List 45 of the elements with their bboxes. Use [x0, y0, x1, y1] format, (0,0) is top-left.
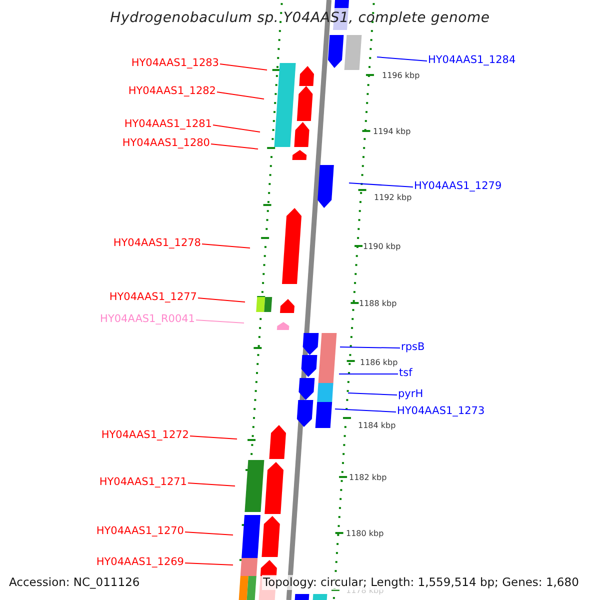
leader-line: [196, 320, 244, 324]
leader-line: [184, 562, 234, 566]
tick-label: 1180 kbp: [346, 529, 384, 538]
leader-line: [198, 298, 246, 302]
leader-line: [210, 144, 258, 150]
map-info-text: Accession: NC_011126: [8, 575, 141, 590]
gene-label: HY04AAS1_1271: [99, 476, 187, 488]
gene-label: HY04AAS1_1279: [414, 180, 502, 192]
map-title: Hydrogenobaculum sp. Y04AAS1, complete genome: [109, 10, 491, 26]
tick-label: 1196 kbp: [382, 71, 420, 80]
leader-line: [184, 532, 234, 536]
gene-label: HY04AAS1_1280: [122, 137, 210, 149]
gene-label: HY04AAS1_1284: [428, 54, 516, 66]
gene-label: rpsB: [401, 341, 425, 353]
gene-label: HY04AAS1_1277: [109, 291, 197, 303]
gene-label: HY04AAS1_1282: [128, 85, 216, 97]
leader-line: [334, 408, 396, 412]
leader-line: [212, 124, 260, 132]
leader-line: [188, 482, 236, 486]
gene-label: HY04AAS1_1270: [96, 525, 184, 537]
leader-line: [190, 436, 238, 440]
gene-label: HY04AAS1_1273: [397, 405, 485, 417]
tick-label: 1192 kbp: [374, 193, 412, 202]
gene-label: pyrH: [398, 388, 424, 400]
leader-line: [376, 56, 428, 62]
leader-line: [348, 392, 398, 396]
gene-label: tsf: [399, 367, 412, 379]
gene-label: HY04AAS1_1269: [96, 556, 184, 568]
map-info-text: Topology: circular; Length: 1,559,514 bp; Genes: 1,680: [262, 575, 580, 590]
gene-label: HY04AAS1_R0041: [100, 313, 195, 325]
leader-line: [216, 92, 264, 100]
tick-label: 1194 kbp: [373, 127, 411, 136]
leader-line: [348, 182, 414, 188]
leader-line: [340, 346, 400, 348]
tick-label: 1186 kbp: [360, 358, 398, 367]
gene-label: HY04AAS1_1283: [131, 57, 219, 69]
leader-line: [220, 64, 268, 70]
tick-label: 1182 kbp: [349, 473, 387, 482]
gene-label: HY04AAS1_1278: [113, 237, 201, 249]
tick-label: 1188 kbp: [359, 299, 397, 308]
tick-label: 1190 kbp: [363, 242, 401, 251]
leader-line: [202, 244, 250, 248]
gene-label: HY04AAS1_1281: [124, 118, 212, 130]
gene-label: HY04AAS1_1272: [101, 429, 189, 441]
tick-label: 1184 kbp: [358, 421, 396, 430]
